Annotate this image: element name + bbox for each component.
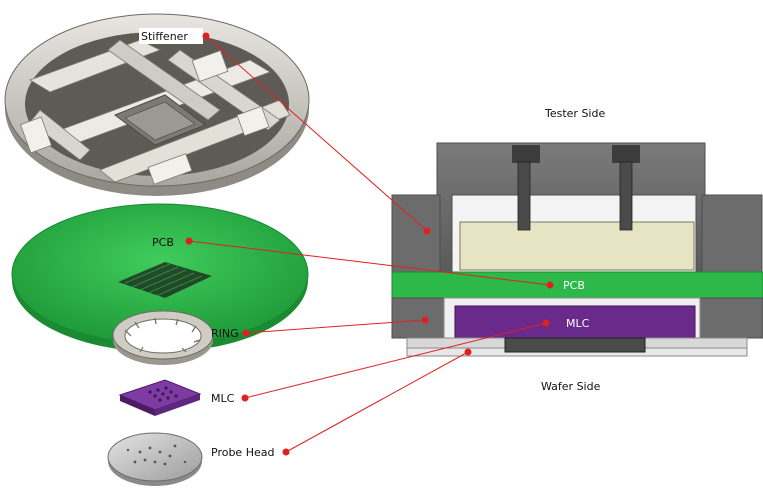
pcb-left-label: PCB xyxy=(152,236,174,249)
ring-part xyxy=(112,310,214,365)
leader-probe-head xyxy=(285,351,469,453)
leader-mlc xyxy=(244,322,547,399)
mlc-part xyxy=(118,379,202,416)
tester-side-label: Tester Side xyxy=(544,107,605,120)
leader-lines xyxy=(188,35,551,453)
stiffener-part xyxy=(4,13,310,196)
stiffener-label-bg xyxy=(139,28,203,44)
cross-section xyxy=(391,142,763,357)
ring-label: RING xyxy=(211,327,239,340)
mlc-right-label: MLC xyxy=(566,317,590,330)
pcb-right-label: PCB xyxy=(563,279,585,292)
mlc-block xyxy=(454,305,696,339)
stiffener-label: Stiffener xyxy=(141,30,188,43)
probe-head-part xyxy=(107,432,203,486)
pcb-bar xyxy=(391,271,763,299)
leader-ring xyxy=(245,319,426,334)
pcb-part xyxy=(11,203,309,352)
leader-stiffener xyxy=(205,35,428,232)
screw-right xyxy=(612,145,640,231)
screw-left xyxy=(512,145,540,231)
leader-pcb xyxy=(188,240,551,286)
probe-head-section xyxy=(504,337,646,353)
mlc-left-label: MLC xyxy=(211,392,235,405)
wafer-side-label: Wafer Side xyxy=(541,380,601,393)
probe-head-label: Probe Head xyxy=(211,446,274,459)
fill-block xyxy=(459,221,695,271)
